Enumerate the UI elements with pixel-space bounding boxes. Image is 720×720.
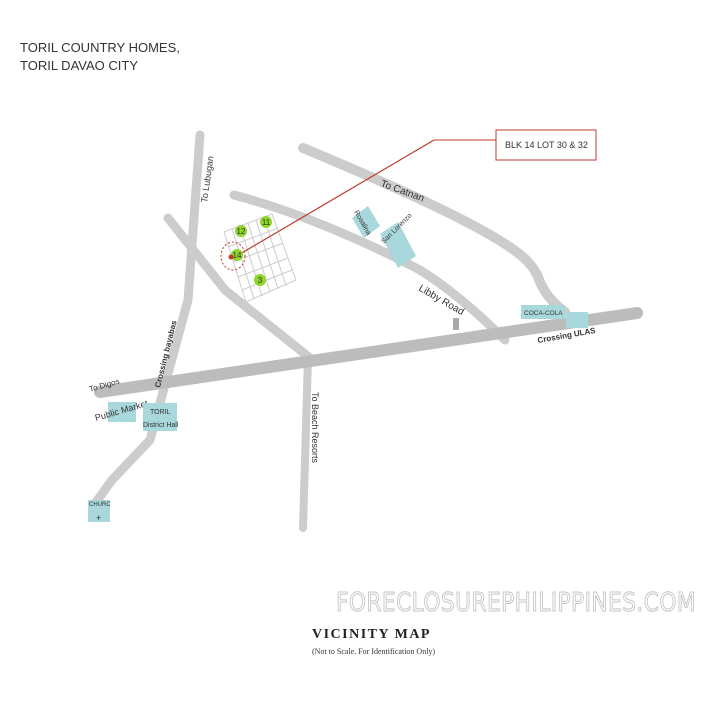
toril-district-hall: TORIL District Hall: [143, 403, 179, 431]
map-title: VICINITY MAP: [312, 627, 431, 642]
block-marker-11: 11: [260, 216, 272, 228]
block-marker-14: 14: [231, 249, 243, 261]
header-line-1: TORIL COUNTRY HOMES,: [20, 40, 180, 55]
highway: [94, 307, 643, 398]
map-subtitle: (Not to Scale. For Identification Only): [312, 647, 435, 656]
catnan-road: [298, 143, 570, 317]
svg-text:14: 14: [233, 251, 242, 260]
property-callout: BLK 14 LOT 30 & 32: [239, 129, 597, 255]
to-beach-resorts-label: To Beach Resorts: [310, 392, 320, 464]
libby-road: [229, 190, 510, 345]
watermark: FORECLOSUREPHILIPPINES.COM: [336, 588, 696, 618]
crossing-bayabas-road: [89, 130, 205, 510]
toril-hall-line-2: District Hall: [143, 422, 179, 429]
connector-road: [163, 213, 315, 363]
header-line-2: TORIL DAVAO CITY: [20, 58, 138, 73]
ulas-crossing-building: [566, 312, 588, 328]
to-catnan-label: To Catnan: [379, 178, 426, 204]
beach-resorts-road: [299, 354, 312, 532]
san-lorenzo-building: San Lorenzo: [380, 212, 416, 268]
church-label: CHURC: [89, 502, 111, 508]
coca-cola-label: COCA-COLA: [524, 310, 563, 317]
church-building: CHURC +: [88, 500, 111, 523]
coca-cola-building: COCA-COLA: [521, 305, 565, 319]
block-marker-3: 3: [254, 274, 266, 286]
toril-hall-line-1: TORIL: [150, 409, 171, 416]
rosalina-building: Rosalina: [352, 206, 380, 238]
public-market-building: Public Market: [94, 398, 150, 423]
svg-text:3: 3: [258, 276, 263, 285]
subject-property-ring: [220, 241, 246, 271]
callout-text: BLK 14 LOT 30 & 32: [505, 140, 588, 150]
block-marker-12: 12: [235, 225, 247, 237]
small-landmark: [453, 318, 459, 330]
svg-text:12: 12: [237, 227, 246, 236]
subject-property-pin-icon: [228, 254, 234, 260]
svg-text:11: 11: [262, 218, 271, 227]
church-cross-icon: +: [96, 513, 101, 523]
